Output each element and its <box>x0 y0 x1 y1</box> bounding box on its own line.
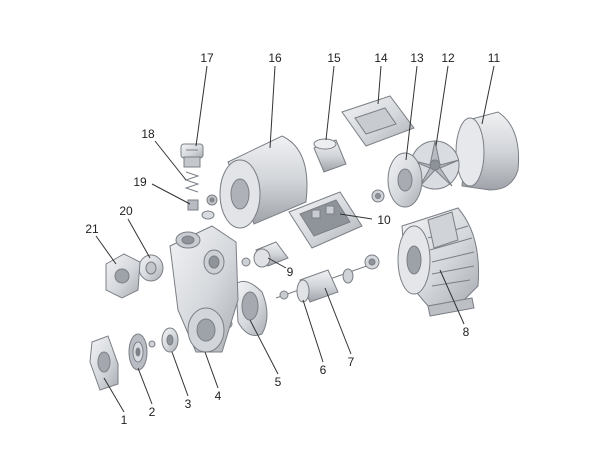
part-terminal-box-lid <box>341 95 415 147</box>
part-impeller <box>128 333 148 371</box>
callout-13: 13 <box>410 51 424 65</box>
callout-5: 5 <box>275 375 282 389</box>
callout-20: 20 <box>119 204 133 218</box>
part-gasket <box>138 254 164 282</box>
part-valve-assembly <box>180 143 204 168</box>
callout-19: 19 <box>133 175 147 189</box>
callout-14: 14 <box>374 51 388 65</box>
part-pump-body <box>169 225 239 353</box>
callout-10: 10 <box>377 213 391 227</box>
part-fitting <box>187 199 215 220</box>
callout-2: 2 <box>149 405 156 419</box>
callout-labels: 1 2 3 4 5 6 7 8 9 10 11 12 13 14 15 16 1… <box>85 51 500 427</box>
callout-17: 17 <box>200 51 214 65</box>
part-motor-body <box>397 207 480 317</box>
callout-3: 3 <box>185 397 192 411</box>
callout-4: 4 <box>215 389 222 403</box>
part-rotor-shaft <box>275 254 380 303</box>
part-rear-bearing-cover <box>387 152 423 208</box>
callout-18: 18 <box>141 127 155 141</box>
callout-21: 21 <box>85 222 99 236</box>
callout-15: 15 <box>327 51 341 65</box>
part-diffuser <box>148 327 179 353</box>
callout-6: 6 <box>320 363 327 377</box>
callout-12: 12 <box>441 51 455 65</box>
part-bearing-small <box>371 189 385 203</box>
callout-9: 9 <box>287 265 294 279</box>
part-end-cover <box>455 111 520 191</box>
part-fan <box>410 140 460 190</box>
part-inlet-flange <box>105 253 141 299</box>
leader-lines <box>95 65 495 413</box>
part-spring <box>184 171 200 193</box>
callout-16: 16 <box>268 51 282 65</box>
callout-7: 7 <box>348 355 355 369</box>
part-terminal-board <box>288 191 363 249</box>
part-mechanical-seal <box>241 241 289 268</box>
part-motor-housing <box>206 135 308 229</box>
part-capacitor <box>313 138 347 173</box>
part-front-cover <box>89 335 119 391</box>
callout-1: 1 <box>121 413 128 427</box>
callout-11: 11 <box>488 51 501 65</box>
callout-8: 8 <box>463 325 470 339</box>
